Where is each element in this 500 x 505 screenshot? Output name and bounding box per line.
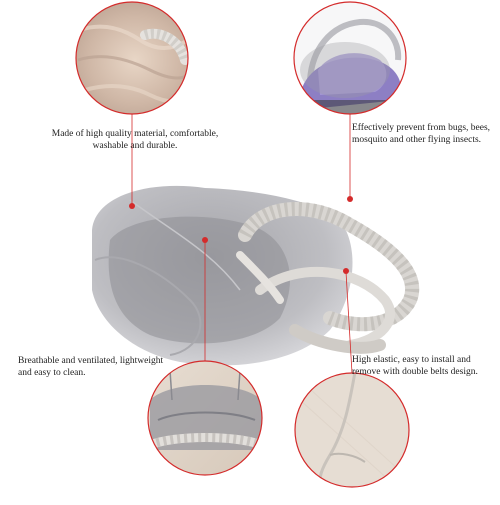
zoom-circle-mesh-detail (147, 360, 263, 476)
main-product-mesh (92, 185, 353, 366)
leader-dot-icon (129, 203, 135, 209)
caption-material: Made of high quality material, comfortab… (51, 129, 219, 151)
caption-elastic: High elastic, easy to install and remove… (352, 355, 478, 377)
leader-lines (131, 114, 353, 374)
leader-dot-icon (202, 237, 208, 243)
leader-dot-icon (343, 268, 349, 274)
zoom-circle-elastic-belt (294, 372, 410, 488)
leader-dot-icon (347, 196, 353, 202)
caption-insect-protection: Effectively prevent from bugs, bees, mos… (352, 123, 491, 145)
zoom-circle-car-seat (293, 1, 407, 115)
caption-breathable: Breathable and ventilated, lightweight a… (18, 356, 164, 378)
elastic-trim-ring (236, 202, 420, 354)
zoom-circle-plush-fabric (75, 1, 189, 115)
leader-dots (129, 196, 353, 274)
